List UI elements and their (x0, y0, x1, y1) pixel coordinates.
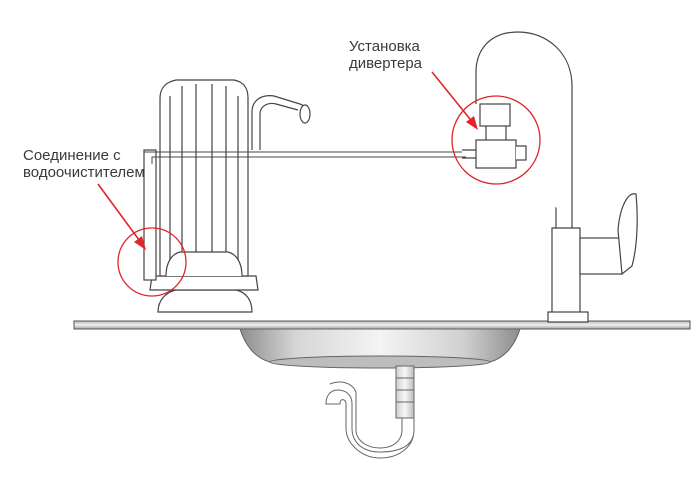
diverter-highlight-circle (451, 95, 541, 185)
connection-hose (143, 151, 466, 164)
connection-label-line2: водоочистителем (23, 164, 145, 181)
connection-label-line1: Соединение с (23, 147, 121, 164)
kitchen-faucet (462, 31, 638, 323)
connection-arrow (97, 183, 143, 245)
diverter-callout (431, 71, 541, 185)
connection-arrowhead-icon (134, 236, 146, 250)
water-filter (143, 79, 311, 313)
connection-callout (97, 183, 187, 297)
diverter-arrowhead-icon (466, 116, 478, 130)
drain-pipe (325, 365, 415, 459)
diverter-label-line2: дивертера (349, 55, 423, 72)
connection-highlight-circle (117, 227, 187, 297)
diverter-installation-label: Установка дивертера (349, 38, 422, 72)
diverter-arrow (431, 71, 475, 125)
sink (73, 320, 691, 369)
diverter-label-line1: Установка (349, 38, 420, 55)
filter-connection-label: Соединение с водоочистителем (23, 147, 145, 181)
